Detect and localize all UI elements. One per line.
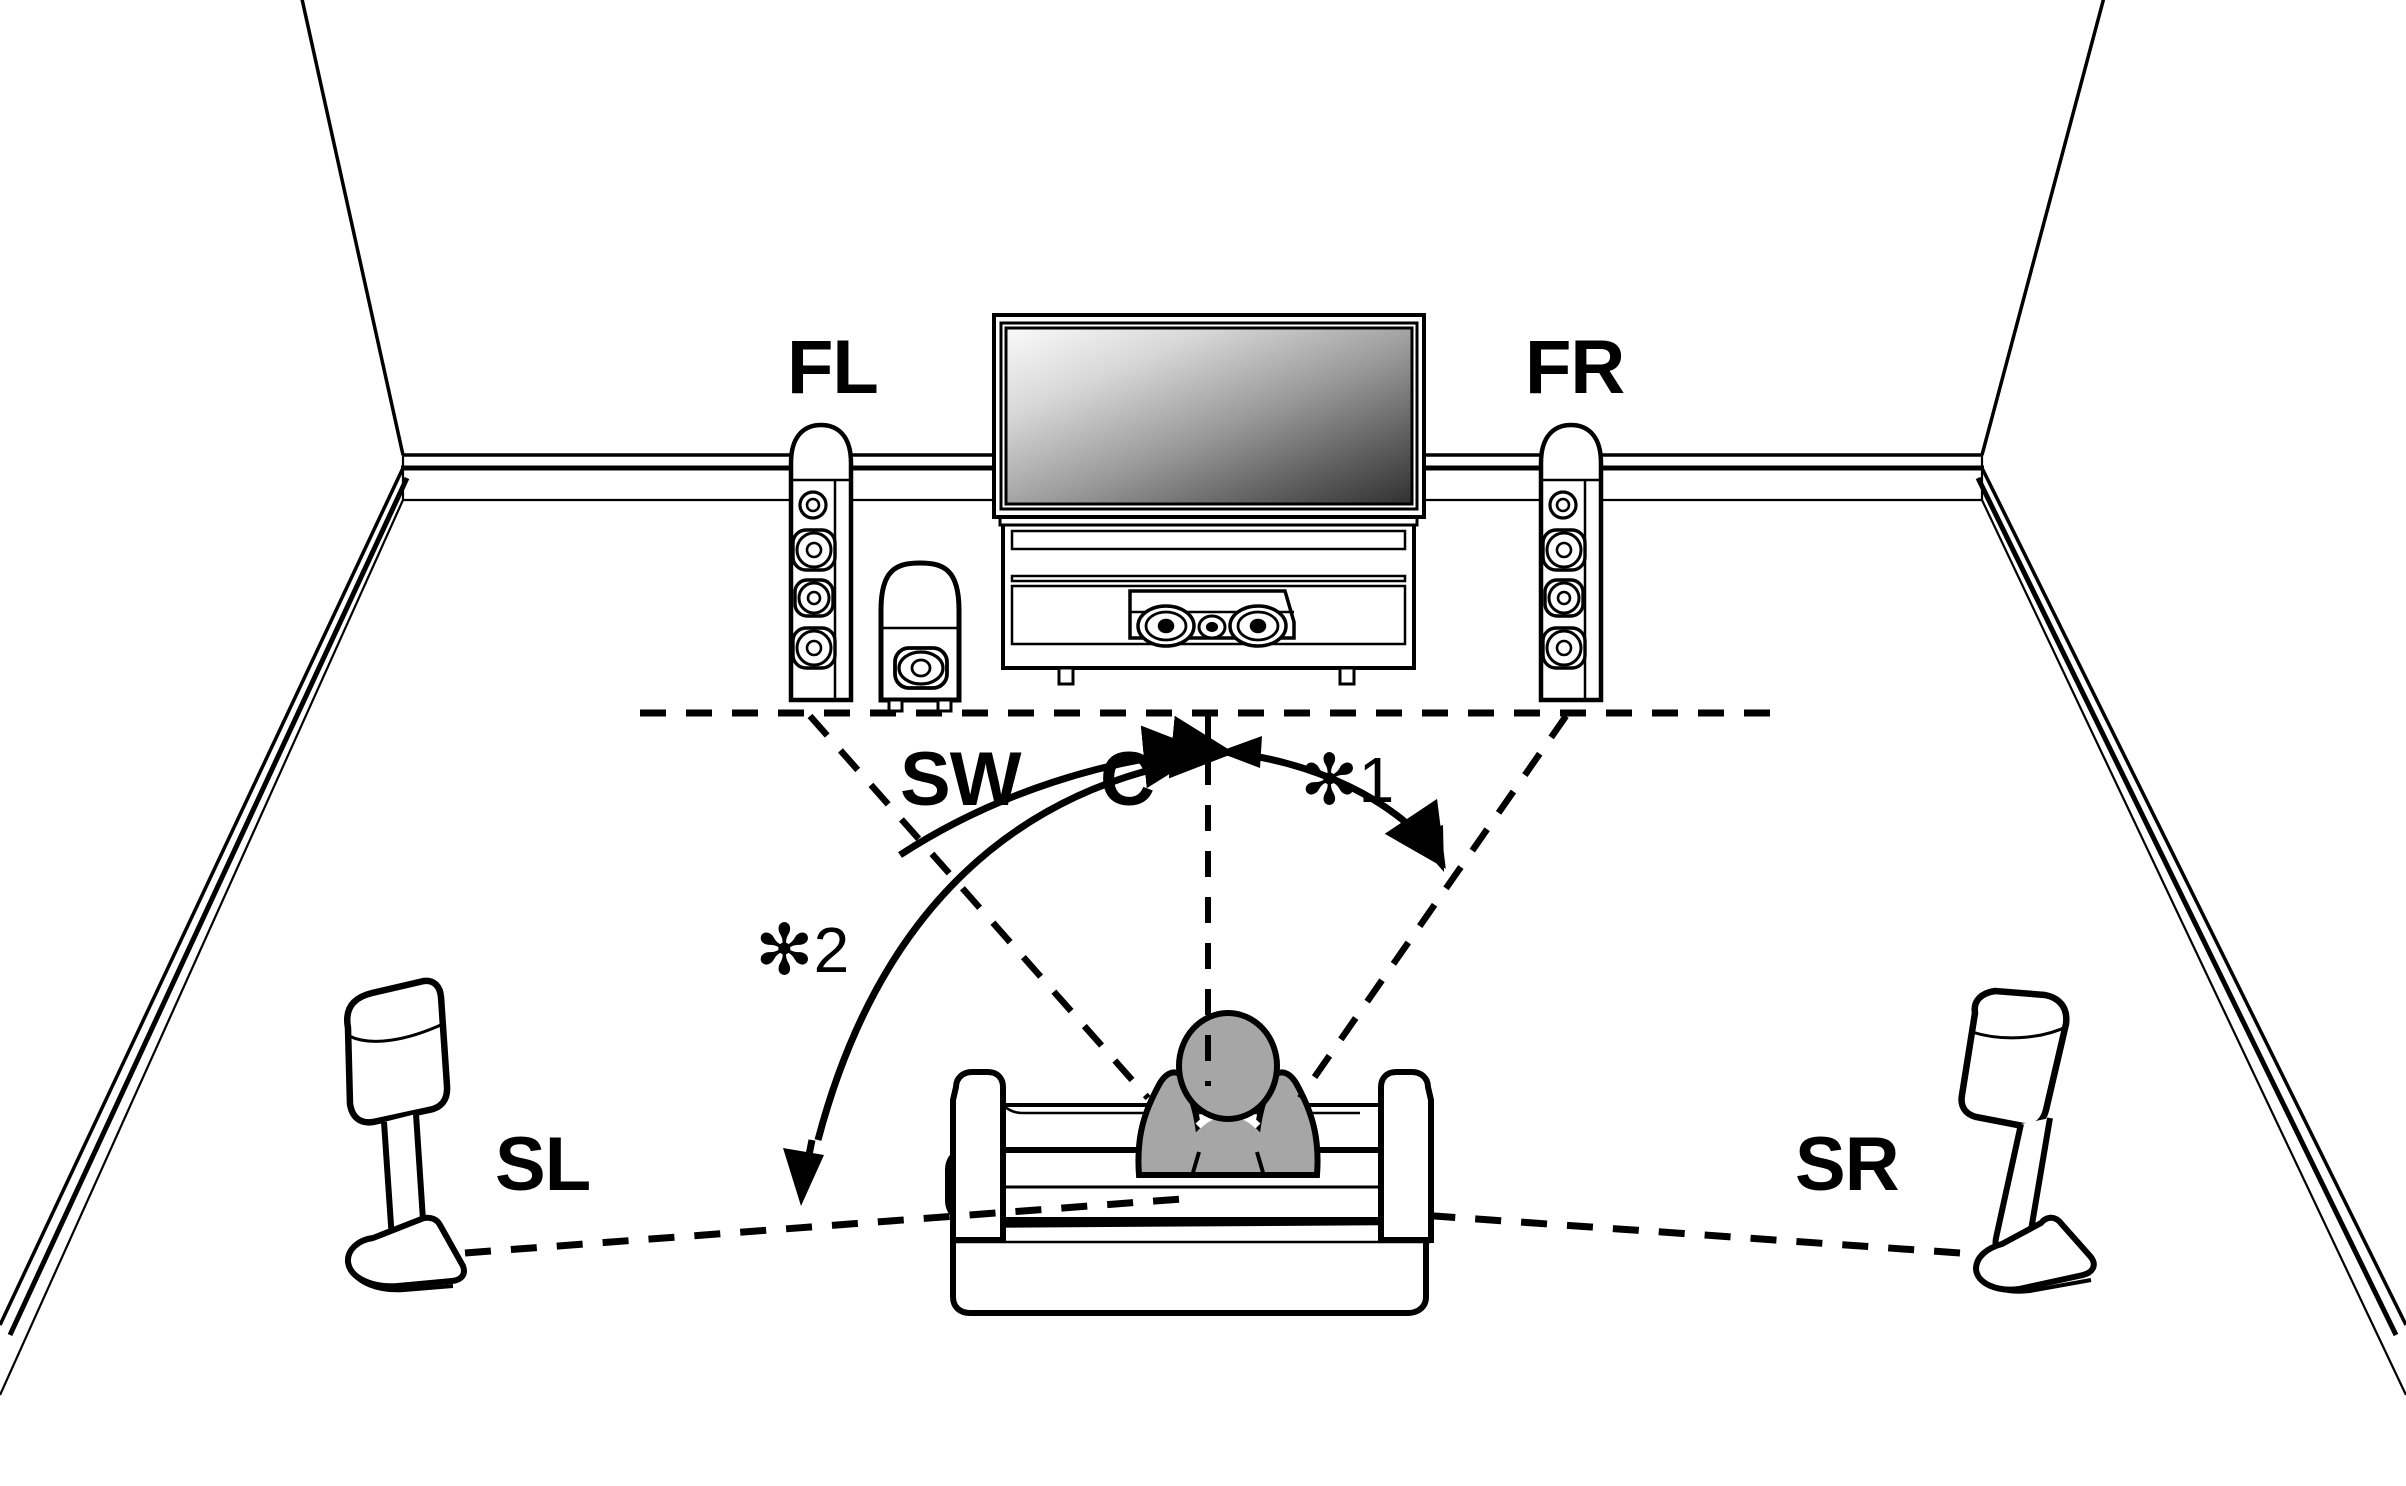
center-woofer-left-dustcap — [1157, 618, 1175, 634]
right-wall-baseboard-b — [1975, 476, 2399, 1337]
label-c: C — [1100, 737, 1155, 822]
front-left-speaker — [788, 422, 854, 703]
label-sr: SR — [1795, 1122, 1900, 1207]
sw-driver-dustcap — [910, 658, 932, 678]
angle-arc-2 — [814, 756, 1197, 1141]
right-wall-baseboard-bottom — [1981, 499, 2406, 1396]
label-sw: SW — [900, 737, 1021, 822]
left-wall-baseboard-bottom — [0, 499, 405, 1396]
listener-torso-notch-right — [1255, 1151, 1266, 1177]
angle1-arrowhead-outer-right — [1412, 825, 1444, 872]
sw-foot-right — [936, 698, 953, 713]
fr-tweeter-dome — [1555, 497, 1571, 513]
subwoofer — [878, 560, 962, 713]
fl-woofer2-dustcap — [805, 639, 823, 657]
sl-base-edge — [348, 1267, 454, 1293]
sr-base-plate — [1972, 1214, 2097, 1293]
ceiling-edge-right — [1980, 0, 2106, 456]
angle2-arrowhead — [783, 1148, 824, 1206]
cabinet-top-trim — [1010, 529, 1407, 551]
asterisk-icon-2: ✻ — [755, 911, 814, 989]
cabinet-foot-right — [1338, 666, 1356, 686]
listener-head — [1176, 1010, 1280, 1122]
sofa — [945, 1069, 1434, 1316]
fr-woofer1-dustcap — [1556, 590, 1572, 606]
fl-to-listener-dashed — [807, 713, 1151, 1101]
note-2-number: 2 — [813, 914, 850, 986]
angle1-arrowheads — [1156, 736, 1444, 872]
sl-baffle-edge — [348, 1022, 444, 1043]
sofa-arm-right — [1378, 1069, 1434, 1243]
sr-side-dashed — [1419, 1211, 1961, 1257]
center-tweeter-dome — [1205, 621, 1219, 633]
fr-woofer2-dustcap — [1555, 639, 1573, 657]
angle2-arc-tail — [801, 1139, 816, 1176]
sr-cabinet — [1958, 987, 2070, 1130]
sr-baffle-edge — [1971, 1024, 2069, 1040]
seated-listener — [1135, 1010, 1321, 1178]
left-wall-baseboard-a — [0, 467, 405, 1326]
fl-tweeter-dome — [805, 497, 821, 513]
sw-foot-left — [887, 698, 904, 713]
fl-woofer1-dustcap — [806, 590, 822, 606]
right-wall-baseboard-a — [1980, 467, 2406, 1326]
sofa-back-inner-edge — [1002, 1104, 1360, 1115]
front-right-speaker — [1538, 422, 1604, 703]
television — [992, 313, 1426, 519]
label-sl: SL — [495, 1122, 591, 1207]
note-1-number: 1 — [1358, 744, 1395, 816]
sl-side-dashed — [464, 1194, 1196, 1257]
surround-left-speaker — [343, 977, 467, 1293]
center-woofer-right-dustcap — [1249, 618, 1267, 634]
sofa-arm-left — [950, 1069, 1006, 1243]
tv-screen — [1004, 326, 1414, 506]
angle2-arrowhead-down — [783, 1148, 824, 1206]
sl-base-plate — [344, 1214, 467, 1290]
angle1-arrowhead-inner-left — [1156, 736, 1200, 768]
center-speaker — [1128, 589, 1296, 648]
listener-torso-notch-left — [1190, 1151, 1201, 1177]
fl-mid-dustcap — [805, 541, 823, 559]
annotation-note-2: ✻2 — [755, 915, 849, 985]
label-fr: FR — [1525, 325, 1625, 410]
cabinet-shelf-line-1 — [1010, 574, 1407, 583]
ceiling-edge-left — [300, 0, 405, 456]
cabinet-foot-left — [1057, 666, 1075, 686]
angle2-arc — [814, 756, 1197, 1141]
surround-right-speaker — [1958, 987, 2097, 1294]
fr-to-listener-dashed — [1297, 714, 1569, 1100]
sr-base-edge — [1975, 1272, 2092, 1294]
left-wall-baseboard-b — [7, 476, 410, 1337]
sl-cabinet — [343, 977, 451, 1126]
asterisk-icon-1: ✻ — [1300, 741, 1359, 819]
annotation-note-1: ✻1 — [1300, 745, 1394, 815]
label-fl: FL — [787, 325, 879, 410]
fr-mid-dustcap — [1555, 541, 1573, 559]
sofa-base — [950, 1218, 1429, 1316]
angle1-arrowhead-inner-right — [1218, 736, 1262, 768]
